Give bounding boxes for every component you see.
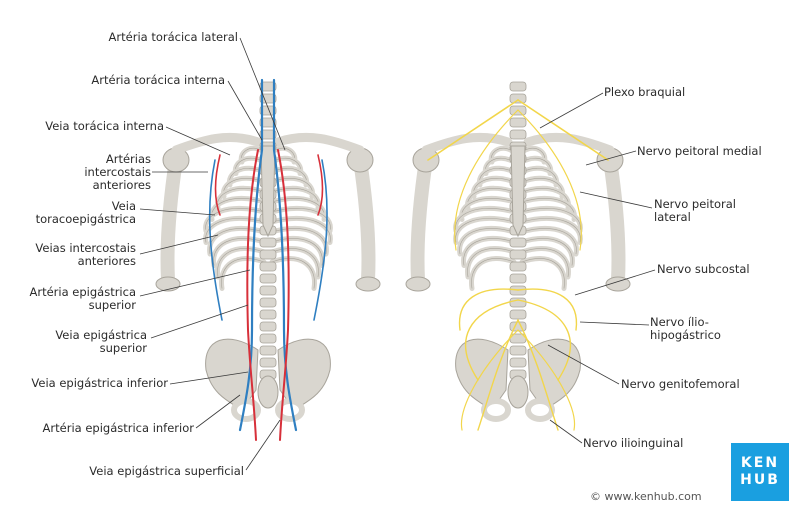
vertebra: [260, 274, 276, 283]
vertebra: [260, 334, 276, 343]
vertebra: [510, 130, 526, 139]
humerus-condyle: [156, 277, 180, 291]
leader-line: [580, 322, 649, 325]
label-veia-epigastrica-inferior: Veia epigástrica inferior: [31, 377, 168, 390]
vertebra: [510, 346, 526, 355]
humerus-condyle: [406, 277, 430, 291]
leader-line: [151, 305, 248, 338]
vertebra: [510, 250, 526, 259]
vertebra: [260, 346, 276, 355]
sternum: [511, 146, 525, 236]
label-arteria-toracica-interna: Artéria torácica interna: [91, 74, 225, 87]
right-skeleton-nerves: [406, 82, 630, 430]
leader-line: [246, 420, 280, 470]
sacrum: [258, 376, 278, 408]
obturator: [528, 401, 552, 419]
leader-line: [540, 93, 603, 128]
humerus: [167, 160, 176, 280]
label-arteria-toracica-lateral: Artéria torácica lateral: [109, 31, 238, 44]
label-nervo-ilioinguinal: Nervo ilioinguinal: [583, 437, 683, 450]
humerus: [610, 160, 619, 280]
vertebra: [260, 310, 276, 319]
vertebra: [510, 238, 526, 247]
vertebra: [260, 250, 276, 259]
label-nervo-subcostal: Nervo subcostal: [657, 263, 750, 276]
copyright-text: © www.kenhub.com: [590, 490, 702, 503]
rib: [522, 258, 565, 288]
sternum: [261, 146, 275, 236]
label-veia-toracica-interna: Veia torácica interna: [45, 120, 164, 133]
humerus: [360, 160, 369, 280]
rib: [221, 258, 264, 288]
label-nervo-peitoral-lateral: Nervo peitorallateral: [654, 198, 736, 224]
left-skeleton-vessels: [156, 80, 380, 440]
vertebra: [260, 286, 276, 295]
sacrum: [508, 376, 528, 408]
label-arteria-epigastrica-inferior: Artéria epigástrica inferior: [43, 422, 194, 435]
label-veia-epigastrica-superficial: Veia epigástrica superficial: [89, 465, 244, 478]
label-nervo-genitofemoral: Nervo genitofemoral: [621, 378, 740, 391]
brachial-plexus: [518, 100, 608, 160]
kenhub-logo: KENHUB: [731, 443, 789, 501]
obturator: [484, 401, 508, 419]
vertebra: [260, 262, 276, 271]
vertebra: [510, 358, 526, 367]
label-veia-epigastrica-superior: Veia epigástricasuperior: [55, 329, 147, 355]
vertebra: [510, 118, 526, 127]
leader-line: [228, 81, 262, 140]
vertebra: [260, 238, 276, 247]
rib: [272, 258, 315, 288]
label-plexo-braquial: Plexo braquial: [604, 86, 685, 99]
vertebra: [510, 82, 526, 91]
label-nervo-peitoral-medial: Nervo peitoral medial: [637, 145, 762, 158]
leader-line: [140, 209, 215, 215]
vertebra: [260, 358, 276, 367]
vertebra: [510, 94, 526, 103]
brachial-plexus: [428, 100, 518, 160]
vertebra: [260, 322, 276, 331]
vertebra: [510, 262, 526, 271]
humerus: [417, 160, 426, 280]
rib: [471, 258, 514, 288]
label-nervo-ilio-hipogastrico: Nervo ílio-hipogástrico: [650, 316, 721, 342]
vertebra: [260, 298, 276, 307]
vertebra: [510, 310, 526, 319]
vertebra: [510, 274, 526, 283]
humerus-condyle: [356, 277, 380, 291]
leader-line: [550, 420, 582, 443]
